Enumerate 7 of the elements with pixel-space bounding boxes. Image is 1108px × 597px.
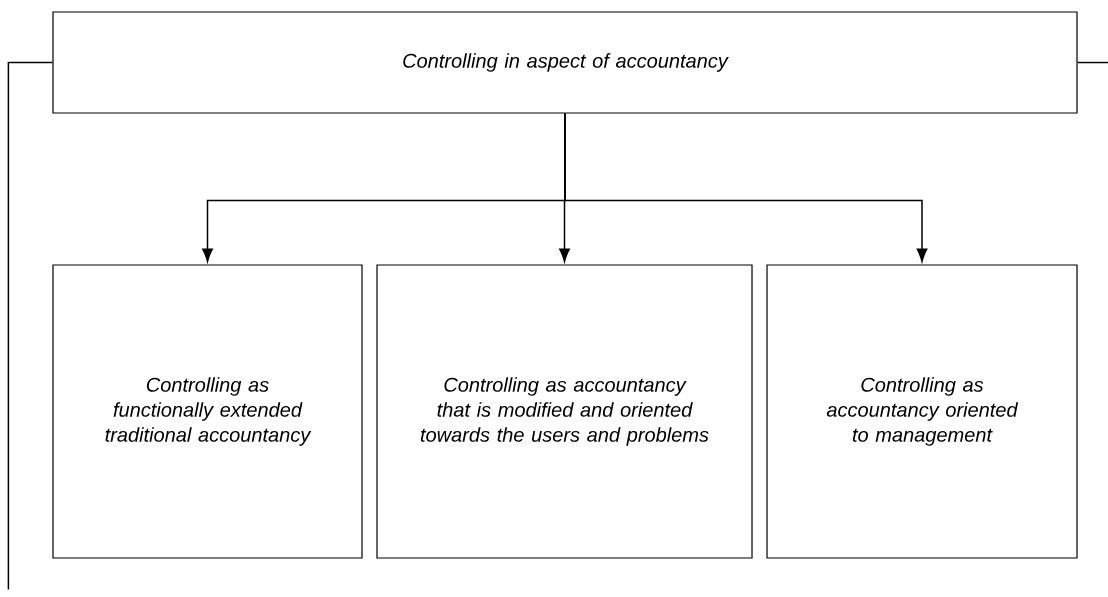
text-box: Controlling as accountancy that is modified and oriented towards the users and problems (376, 264, 753, 559)
connector (1076, 61, 1108, 64)
text-box: Controlling in aspect of accountancy (52, 11, 1078, 114)
connector (7, 61, 54, 591)
text-box: Controlling as functionally extended traditional accountancy (52, 264, 363, 559)
connector (564, 112, 928, 263)
text-box: Controlling as accountancy oriented to management (766, 264, 1078, 559)
